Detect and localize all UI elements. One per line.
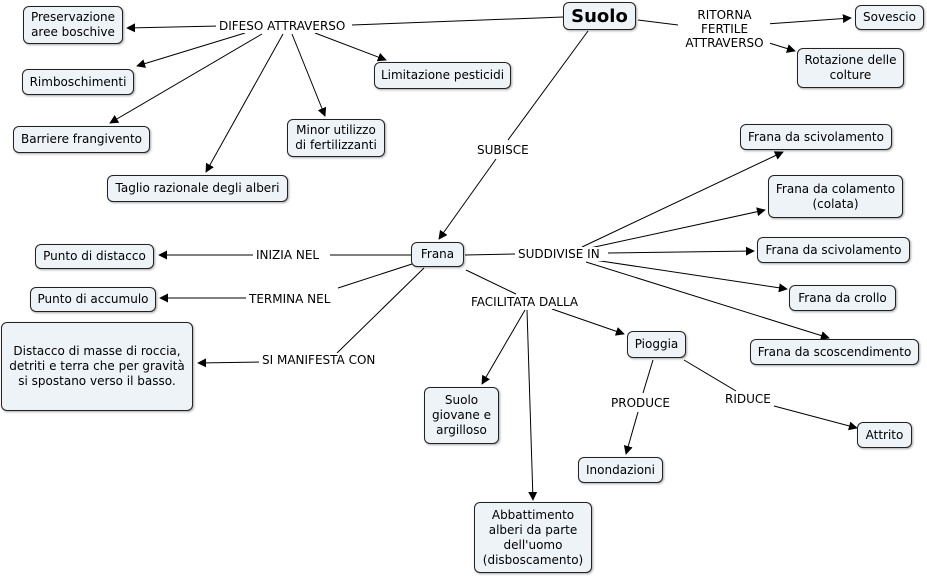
link-inizia-nel: INIZIA NEL — [253, 248, 323, 262]
link-termina-nel: TERMINA NEL — [246, 292, 334, 306]
node-distacco-masse-descrizione[interactable]: Distacco di masse di roccia, detriti e t… — [1, 322, 193, 411]
link-produce: PRODUCE — [608, 396, 674, 410]
link-ritorna-fertile-attraverso: RITORNA FERTILE ATTRAVERSO — [679, 8, 770, 50]
node-taglio-razionale[interactable]: Taglio razionale degli alberi — [107, 175, 288, 202]
node-limitazione-pesticidi[interactable]: Limitazione pesticidi — [374, 62, 511, 89]
node-barriere-frangivento[interactable]: Barriere frangivento — [13, 126, 150, 153]
link-suddivise-in: SUDDIVISE IN — [515, 247, 603, 261]
node-abbattimento-alberi[interactable]: Abbattimento alberi da parte dell'uomo (… — [474, 502, 592, 573]
link-difeso-attraverso: DIFESO ATTRAVERSO — [216, 19, 349, 33]
node-frana-da-scivolamento-2[interactable]: Frana da scivolamento — [757, 237, 910, 263]
link-facilitata-dalla: FACILITATA DALLA — [468, 295, 582, 309]
node-pioggia[interactable]: Pioggia — [627, 331, 686, 358]
node-minor-utilizzo-fertilizzanti[interactable]: Minor utilizzo di fertilizzanti — [287, 119, 385, 157]
node-suolo-giovane-argilloso[interactable]: Suolo giovane e argilloso — [424, 387, 499, 444]
link-riduce: RIDUCE — [722, 392, 774, 406]
node-suolo[interactable]: Suolo — [563, 2, 636, 30]
node-frana-da-crollo[interactable]: Frana da crollo — [789, 285, 896, 311]
node-inondazioni[interactable]: Inondazioni — [578, 457, 663, 483]
node-punto-di-accumulo[interactable]: Punto di accumulo — [30, 287, 156, 312]
node-attrito[interactable]: Attrito — [857, 422, 912, 448]
node-frana-da-colamento[interactable]: Frana da colamento (colata) — [768, 175, 903, 218]
link-subisce: SUBISCE — [474, 143, 532, 157]
node-sovescio[interactable]: Sovescio — [855, 5, 924, 30]
node-preservazione-aree-boschive[interactable]: Preservazione aree boschive — [23, 6, 123, 44]
node-frana-da-scoscendimento[interactable]: Frana da scoscendimento — [750, 339, 919, 365]
node-frana-da-scivolamento-1[interactable]: Frana da scivolamento — [740, 124, 892, 150]
node-punto-di-distacco[interactable]: Punto di distacco — [35, 244, 154, 269]
node-rimboschimenti[interactable]: Rimboschimenti — [22, 69, 134, 95]
link-si-manifesta-con: SI MANIFESTA CON — [259, 353, 379, 367]
node-rotazione-colture[interactable]: Rotazione delle colture — [797, 48, 904, 88]
node-frana[interactable]: Frana — [411, 242, 464, 267]
